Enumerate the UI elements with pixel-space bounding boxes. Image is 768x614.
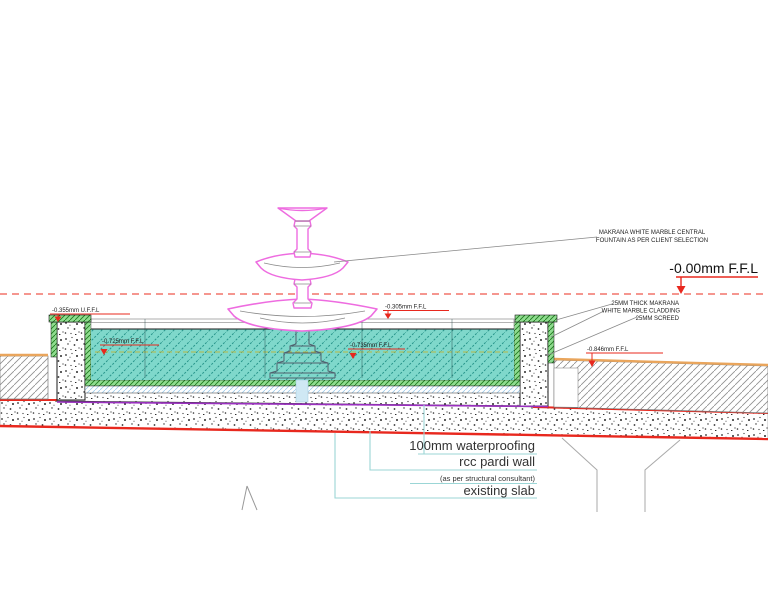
fountain-middle-bowl bbox=[255, 252, 349, 281]
label-fountain-note-2: FOUNTAIN AS PER CLIENT SELECTION bbox=[596, 238, 708, 244]
label-ffl-725: -0.725mm F.F.L bbox=[102, 339, 144, 345]
label-ffl-735: -0.735mm F.F.L bbox=[350, 343, 392, 349]
fountain-lower-stem bbox=[292, 278, 313, 309]
note-leaders bbox=[333, 236, 638, 356]
water-hatch bbox=[91, 329, 514, 380]
label-pardi-wall: rcc pardi wall bbox=[459, 454, 535, 469]
marker-ffl-305 bbox=[383, 310, 449, 319]
label-fountain-note-1: MAKRANA WHITE MARBLE CENTRAL bbox=[599, 230, 706, 236]
label-leaders bbox=[334, 405, 537, 499]
label-existing-slab: existing slab bbox=[463, 483, 535, 498]
leader-cladding-3 bbox=[547, 316, 638, 356]
floor-finish-left bbox=[0, 353, 49, 400]
marker-ffl-735 bbox=[348, 348, 405, 359]
cladding-inner-left bbox=[84, 321, 92, 387]
leader-cladding-1 bbox=[555, 303, 613, 321]
slab-bottom-red-line bbox=[0, 424, 768, 441]
marker-ffl-725 bbox=[100, 344, 159, 355]
leader-fountain-note bbox=[333, 236, 598, 263]
marker-uffl-355 bbox=[50, 313, 130, 322]
fountain-bowl-detail-2 bbox=[259, 317, 346, 324]
leader-waterproofing bbox=[418, 405, 537, 455]
label-consultant: (as per structural consultant) bbox=[440, 474, 536, 483]
break-line-left bbox=[561, 437, 598, 512]
break-line-right bbox=[644, 439, 681, 512]
basin-water bbox=[91, 329, 514, 380]
drain-pipe bbox=[295, 379, 309, 403]
break-mark-small bbox=[241, 485, 258, 511]
level-markers bbox=[50, 276, 758, 367]
label-cladding-3: 25MM SCREED bbox=[636, 316, 680, 322]
cladding-outer-left bbox=[50, 321, 58, 358]
fountain-finial-cup bbox=[277, 207, 328, 222]
cladding-inner-right bbox=[513, 321, 521, 387]
leader-pardi-wall bbox=[369, 431, 537, 471]
waterproofing-membrane-line bbox=[56, 401, 549, 408]
middle-bowl-detail bbox=[263, 262, 341, 268]
marker-ffl-846 bbox=[586, 352, 663, 367]
fountain-bottom-bowl bbox=[227, 298, 378, 332]
cladding-cap-left bbox=[48, 314, 92, 323]
label-cladding-2: WHITE MARBLE CLADDING bbox=[602, 309, 681, 315]
marker-ffl-zero bbox=[676, 276, 758, 294]
label-uffl-355: -0.355mm U.F.F.L bbox=[52, 308, 100, 314]
break-lines bbox=[241, 437, 681, 512]
floor-finish-right-notch bbox=[553, 367, 579, 408]
label-ffl-305: -0.305mm F.F.L bbox=[385, 305, 427, 311]
pool-wall-right bbox=[519, 321, 549, 407]
fountain-bowl-detail-1 bbox=[239, 310, 366, 317]
pool-wall-left bbox=[56, 321, 86, 401]
floor-finish-right-hatch bbox=[553, 359, 768, 414]
fountain-base bbox=[269, 331, 336, 379]
leader-existing-slab bbox=[334, 433, 537, 499]
label-waterproofing: 100mm waterproofing bbox=[409, 438, 535, 453]
label-cladding-1: 25MM THICK MAKRANA bbox=[611, 301, 679, 307]
label-ffl-zero: -0.00mm F.F.L bbox=[669, 260, 758, 276]
label-ffl-846: -0.846mm F.F.L bbox=[587, 347, 629, 353]
fountain bbox=[227, 207, 378, 379]
floor-finish-right bbox=[553, 357, 768, 414]
leader-cladding-2 bbox=[550, 310, 605, 338]
screed-line-right bbox=[553, 357, 768, 367]
floor-finish-left-hatch bbox=[0, 355, 49, 400]
cladding-cap-right bbox=[514, 314, 558, 323]
cladding-outer-right bbox=[547, 321, 555, 364]
